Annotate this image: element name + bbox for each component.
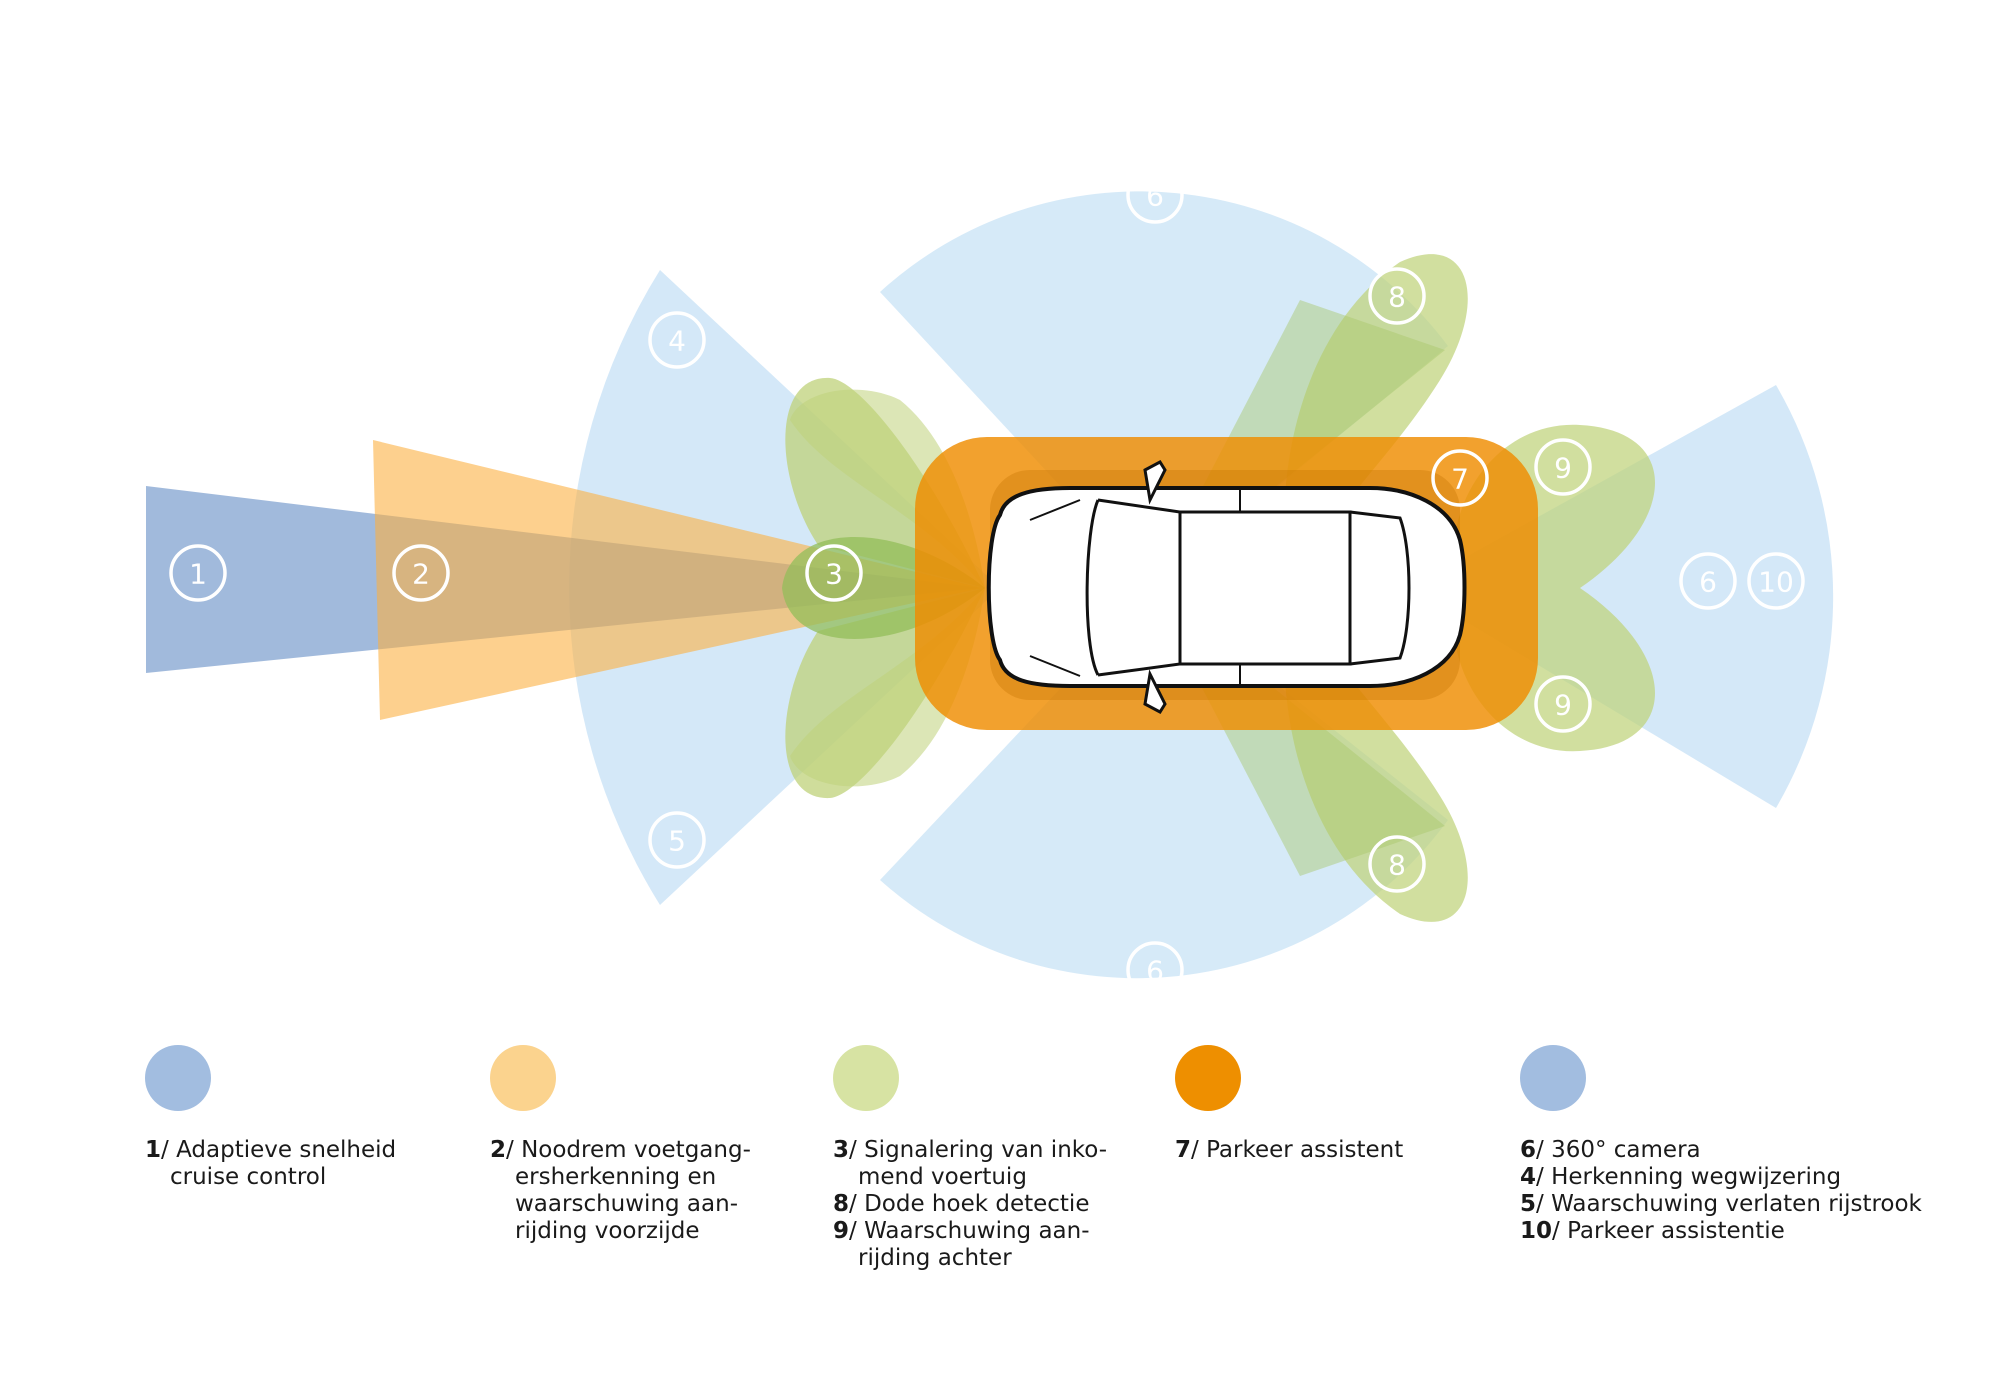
car-top-view	[986, 460, 1467, 714]
zone-8-top-marker	[1368, 267, 1426, 325]
zone-2-marker	[392, 544, 450, 602]
legend-line: cruise control	[170, 1164, 327, 1190]
zone-1-label: 1	[189, 558, 207, 591]
zone-6-rear-marker	[1679, 552, 1737, 610]
zone-10-label: 10	[1758, 566, 1794, 599]
zone-3-label: 3	[825, 558, 843, 591]
zone-6-top-label: 6	[1146, 180, 1164, 213]
zone-2-pedestrian-beam	[373, 440, 982, 720]
zone-6-bottom-marker	[1126, 941, 1184, 999]
zone-6-top-marker	[1126, 166, 1184, 224]
zone-5-label: 5	[668, 825, 686, 858]
legend-line: 9/ Waarschuwing aan-	[833, 1218, 1090, 1244]
zone-8-top-label: 8	[1388, 281, 1406, 314]
legend-swatch-orange	[490, 1045, 556, 1111]
legend-group-pedestrian: 2/ Noodrem voetgang- ersherkenning en wa…	[490, 1045, 800, 1245]
zone-9-top-marker	[1534, 438, 1592, 496]
legend-group-parking: 7/ Parkeer assistent	[1175, 1045, 1485, 1164]
legend-line: 6/ 360° camera	[1520, 1137, 1701, 1163]
zone-9-top-label: 9	[1554, 452, 1572, 485]
zone-7-marker	[1431, 449, 1489, 507]
legend-line: 5/ Waarschuwing verlaten rijstrook	[1520, 1191, 1922, 1217]
zone-3-marker	[805, 544, 863, 602]
zone-6-10-rear-fan	[1410, 385, 1834, 808]
zone-9-bottom-label: 9	[1554, 689, 1572, 722]
zone-4-label: 4	[668, 325, 686, 358]
legend-line: waarschuwing aan-	[515, 1191, 738, 1217]
zone-8-bottom-label: 8	[1388, 849, 1406, 882]
legend-group-acc: 1/ Adaptieve snelheid cruise control	[145, 1045, 455, 1191]
legend-group-camera: 6/ 360° camera 4/ Herkenning wegwijzerin…	[1520, 1045, 1980, 1245]
zone-2-label: 2	[412, 558, 430, 591]
legend-swatch-dark-orange	[1175, 1045, 1241, 1111]
zone-9-bottom-marker	[1534, 675, 1592, 733]
legend-group-cross-traffic: 3/ Signalering van inko- mend voertuig 8…	[833, 1045, 1143, 1272]
legend-line: 1/ Adaptieve snelheid	[145, 1137, 397, 1163]
zone-4-marker	[648, 311, 706, 369]
legend-swatch-blue-2	[1520, 1045, 1586, 1111]
zone-8-bottom-marker	[1368, 835, 1426, 893]
legend-line: 7/ Parkeer assistent	[1175, 1137, 1404, 1163]
legend-line: mend voertuig	[858, 1164, 1027, 1190]
legend-line: 8/ Dode hoek detectie	[833, 1191, 1090, 1217]
legend-line: 4/ Herkenning wegwijzering	[1520, 1164, 1842, 1190]
zone-6-bottom-label: 6	[1146, 955, 1164, 988]
legend-line: rijding voorzijde	[515, 1218, 700, 1244]
zone-5-marker	[648, 811, 706, 869]
legend-line: rijding achter	[858, 1245, 1012, 1271]
zone-6-bottom-fan	[880, 588, 1448, 979]
zone-7-label: 7	[1451, 463, 1469, 496]
legend-swatch-green	[833, 1045, 899, 1111]
legend-line: 3/ Signalering van inko-	[833, 1137, 1108, 1163]
zone-6-top-fan	[880, 191, 1448, 588]
zone-10-marker	[1747, 552, 1805, 610]
legend-line: ersherkenning en	[515, 1164, 717, 1190]
zone-1-marker	[169, 544, 227, 602]
zone-6-rear-label: 6	[1699, 566, 1717, 599]
legend-swatch-blue	[145, 1045, 211, 1111]
legend-line: 10/ Parkeer assistentie	[1520, 1218, 1785, 1244]
legend-line: 2/ Noodrem voetgang-	[490, 1137, 751, 1163]
